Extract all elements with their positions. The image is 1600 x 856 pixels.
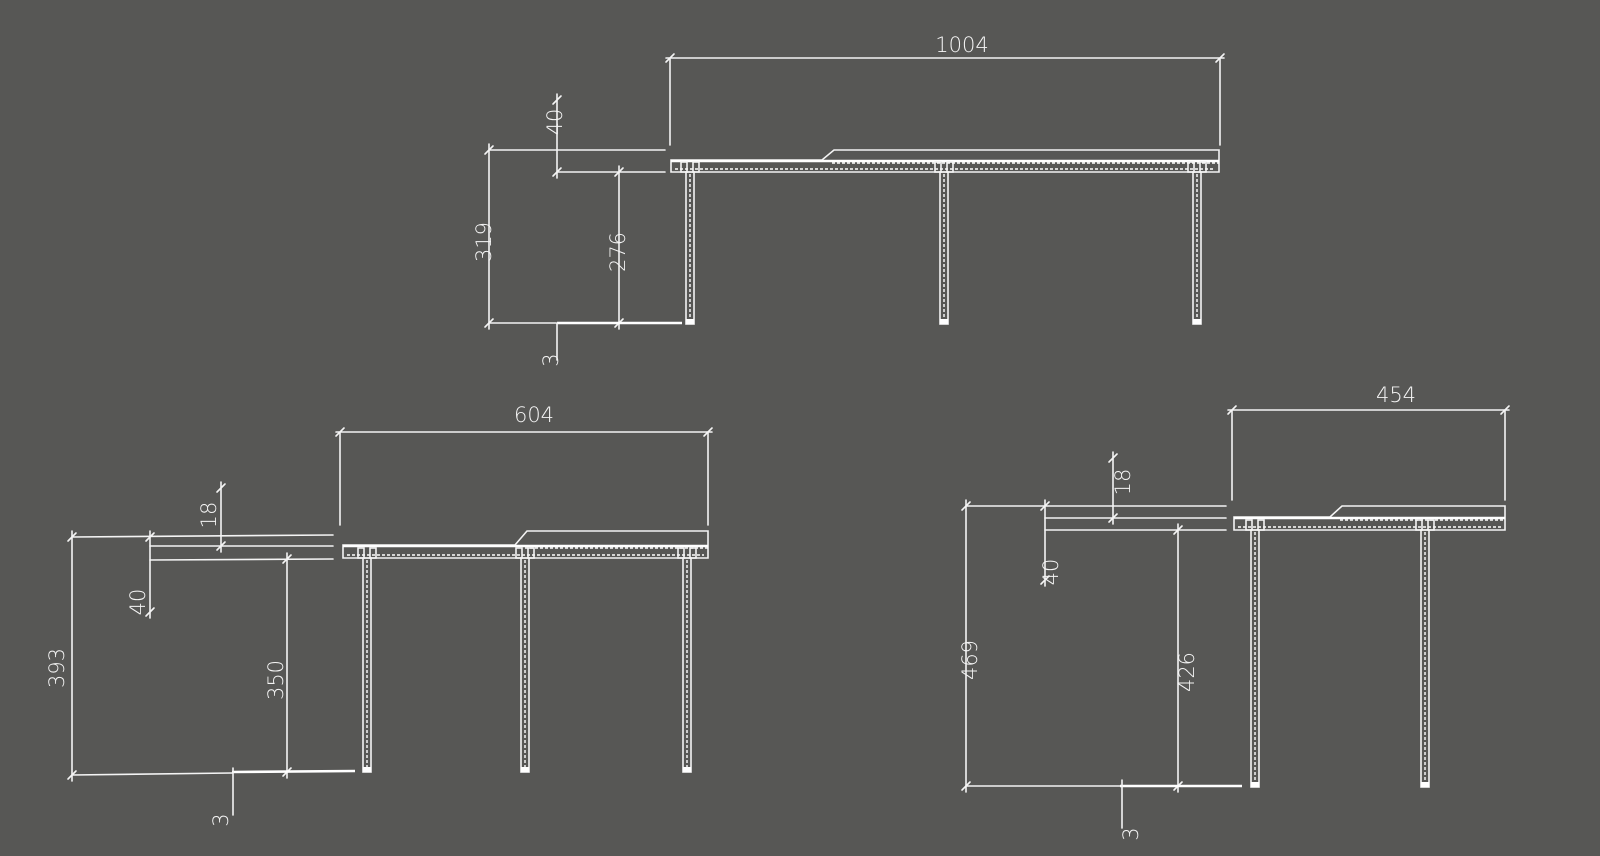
leg-bracket bbox=[515, 547, 523, 559]
dimension-tick bbox=[282, 554, 292, 564]
drawing-bench-medium: 604 18 40 393 350 3 bbox=[45, 403, 554, 827]
leg-bracket bbox=[1415, 519, 1423, 531]
dim-leg-height: 276 bbox=[606, 232, 630, 272]
dim-leg-height: 350 bbox=[264, 660, 288, 700]
leg-bracket bbox=[677, 547, 685, 559]
dimension-tick bbox=[145, 532, 155, 542]
leg-foot bbox=[1251, 782, 1259, 787]
dim-total-height: 393 bbox=[45, 648, 69, 688]
dim-foot: 3 bbox=[539, 353, 563, 366]
dim-length: 604 bbox=[514, 403, 554, 427]
leg-bracket bbox=[527, 547, 535, 559]
leg-bracket bbox=[357, 547, 365, 559]
dim-top-thickness: 40 bbox=[543, 109, 567, 136]
dim-top-thickness: 40 bbox=[126, 589, 150, 616]
dim-foot: 3 bbox=[1119, 827, 1143, 840]
leg-foot bbox=[1421, 782, 1429, 787]
floor-line bbox=[231, 769, 356, 774]
dim-top-step: 18 bbox=[1111, 469, 1135, 496]
leg-bracket bbox=[1257, 519, 1265, 531]
dim-foot: 3 bbox=[209, 813, 233, 826]
dimension-tick bbox=[216, 483, 226, 493]
dimension-line bbox=[71, 772, 233, 776]
leg-foot bbox=[1193, 319, 1201, 324]
dim-length: 454 bbox=[1376, 383, 1416, 407]
leg-foot bbox=[940, 319, 948, 324]
leg-foot bbox=[521, 767, 529, 772]
leg-foot bbox=[683, 767, 691, 772]
leg-bracket bbox=[689, 547, 697, 559]
dim-top-thickness: 40 bbox=[1039, 559, 1063, 586]
leg-bracket bbox=[692, 161, 700, 173]
leg-bracket bbox=[1427, 519, 1435, 531]
dimension-line bbox=[149, 558, 334, 561]
dimension-tick bbox=[1108, 453, 1118, 463]
leg-foot bbox=[686, 319, 694, 324]
dimension-tick bbox=[552, 95, 562, 105]
leg-bracket bbox=[934, 161, 942, 173]
dimension-tick bbox=[1173, 525, 1183, 535]
leg-foot bbox=[363, 767, 371, 772]
leg-bracket bbox=[369, 547, 377, 559]
dim-top-step: 18 bbox=[197, 502, 221, 529]
leg-bracket bbox=[1199, 161, 1207, 173]
dim-total-height: 319 bbox=[472, 222, 496, 262]
drawing-bench-short: 454 18 40 469 426 3 bbox=[958, 383, 1416, 841]
dimension-tick bbox=[614, 167, 624, 177]
dim-total-height: 469 bbox=[958, 640, 982, 680]
dim-length: 1004 bbox=[935, 33, 988, 57]
dim-leg-height: 426 bbox=[1175, 652, 1199, 692]
table-top bbox=[342, 530, 709, 559]
dimension-tick bbox=[1040, 575, 1050, 585]
leg-bracket bbox=[680, 161, 688, 173]
dimension-tick bbox=[1040, 501, 1050, 511]
leg-bracket bbox=[1245, 519, 1253, 531]
dimension-line bbox=[71, 534, 334, 538]
leg-bracket bbox=[946, 161, 954, 173]
drawing-bench-long: 1004 40 319 276 3 bbox=[472, 33, 989, 367]
leg-bracket bbox=[1187, 161, 1195, 173]
dimension-tick bbox=[145, 607, 155, 617]
